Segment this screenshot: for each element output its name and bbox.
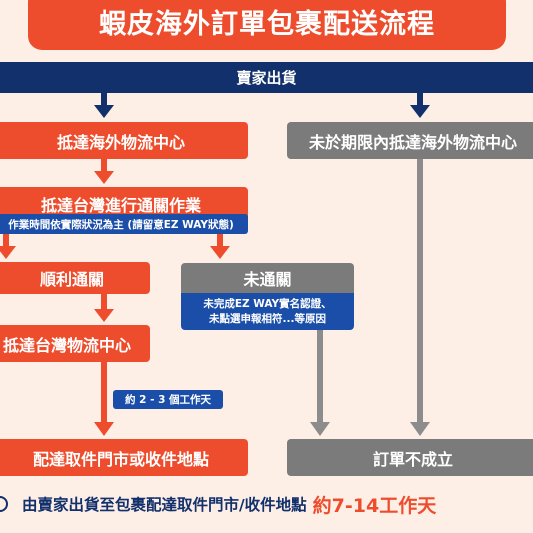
seller-ships-bar: 賣家出貨 [0, 62, 533, 93]
connector-not-cleared-failed [310, 330, 330, 436]
node-cleared: 順利通關 [0, 262, 150, 294]
not-cleared-note-line1: 未完成EZ WAY實名認證、 [203, 297, 332, 310]
footer-summary: 由賣家出貨至包裹配達取件門市/收件地點 約7-14工作天 [0, 489, 533, 519]
connector-seller-overseas [94, 93, 114, 118]
connector-customs-not-cleared [210, 234, 230, 259]
connector-not-arrived-failed [410, 159, 430, 436]
clock-icon [0, 496, 8, 512]
node-not-arrived: 未於期限內抵達海外物流中心 [287, 122, 533, 159]
connector-seller-not-arrived [410, 93, 430, 118]
connector-customs-cleared [0, 234, 16, 259]
connector-taiwan-delivered [94, 362, 114, 436]
node-arrive-overseas: 抵達海外物流中心 [0, 122, 248, 159]
not-cleared-note: 未完成EZ WAY實名認證、 未點選申報相符...等原因 [181, 293, 354, 330]
footer-lead: 由賣家出貨至包裹配達取件門市/收件地點 [22, 496, 307, 514]
node-not-cleared: 未通關 [181, 263, 354, 293]
connector-cleared-taiwan [94, 293, 114, 322]
node-delivered: 配達取件門市或收件地點 [0, 439, 248, 476]
node-arrive-taiwan: 抵達台灣物流中心 [0, 325, 150, 362]
transit-days-badge: 約 2 - 3 個工作天 [113, 390, 223, 409]
customs-note: 作業時間依實際狀況為主 (請留意EZ WAY狀態) [0, 214, 248, 234]
page-title: 蝦皮海外訂單包裹配送流程 [28, 0, 506, 50]
node-order-failed: 訂單不成立 [287, 439, 533, 476]
footer-highlight: 約7-14工作天 [312, 494, 437, 517]
connector-overseas-customs [94, 159, 114, 184]
not-cleared-note-line2: 未點選申報相符...等原因 [209, 312, 326, 325]
